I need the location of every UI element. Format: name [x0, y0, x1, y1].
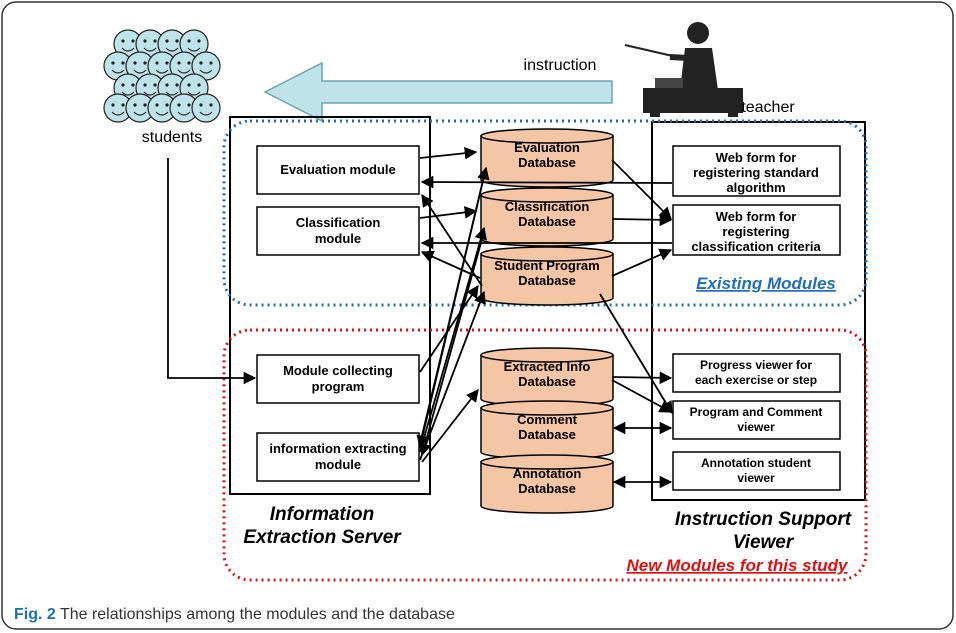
svg-text:Student Program: Student Program: [494, 258, 599, 273]
svg-text:Web form for: Web form for: [716, 209, 797, 224]
svg-text:Annotation: Annotation: [513, 466, 582, 481]
svg-text:module: module: [315, 231, 361, 246]
module-collecting-program: Module collecting program: [256, 354, 420, 404]
students-label: students: [142, 129, 202, 146]
svg-text:Evaluation: Evaluation: [514, 140, 580, 155]
web-form-standard-algorithm: Web form for registering standard algori…: [672, 145, 841, 197]
progress-viewer: Progress viewer for each exercise or ste…: [672, 353, 841, 393]
viewer-title-line2: Viewer: [733, 532, 795, 553]
svg-text:algorithm: algorithm: [726, 180, 785, 195]
svg-text:classification criteria: classification criteria: [691, 239, 821, 254]
evaluation-module: Evaluation module: [256, 145, 420, 195]
new-modules-group: [222, 328, 868, 582]
figure-caption: Fig. 2 The relationships among the modul…: [14, 606, 455, 624]
svg-text:Database: Database: [518, 481, 576, 496]
caption-text: The relationships among the modules and …: [59, 606, 455, 623]
program-and-comment-viewer: Program and Comment viewer: [672, 400, 841, 440]
svg-text:Extracted Info: Extracted Info: [504, 359, 591, 374]
connection-arrows: [167, 146, 673, 489]
svg-text:Annotation student: Annotation student: [701, 456, 811, 470]
student-face-icon: [191, 93, 221, 123]
new-modules-label: New Modules for this study: [626, 556, 849, 575]
svg-text:information extracting: information extracting: [269, 441, 406, 456]
svg-text:Evaluation module: Evaluation module: [280, 162, 396, 177]
svg-text:Web form for: Web form for: [716, 150, 797, 165]
viewer-title-line1: Instruction Support: [675, 509, 852, 530]
web-form-classification-criteria: Web form for registering classification …: [672, 204, 841, 256]
svg-text:Program and Comment: Program and Comment: [690, 405, 823, 419]
svg-text:Classification: Classification: [505, 199, 590, 214]
svg-text:registering: registering: [722, 224, 789, 239]
students-icon: [103, 29, 221, 123]
svg-text:each exercise or step: each exercise or step: [695, 373, 817, 387]
instruction-arrow: [263, 61, 613, 123]
existing-modules-label: Existing Modules: [696, 274, 836, 293]
annotation-student-viewer: Annotation student viewer: [672, 451, 841, 491]
svg-text:program: program: [312, 379, 365, 394]
teacher-label: teacher: [741, 99, 795, 116]
svg-text:Database: Database: [518, 374, 576, 389]
svg-text:module: module: [315, 457, 361, 472]
instruction-support-viewer: [651, 121, 866, 501]
svg-text:Classification: Classification: [296, 215, 381, 230]
teacher-icon: [624, 22, 743, 117]
svg-text:Module collecting: Module collecting: [283, 363, 393, 378]
svg-text:Progress viewer for: Progress viewer for: [700, 358, 812, 372]
server-title-line1: Information: [270, 504, 375, 525]
information-extracting-module: information extracting module: [256, 432, 420, 482]
svg-text:Database: Database: [518, 273, 576, 288]
svg-text:viewer: viewer: [737, 420, 775, 434]
svg-text:viewer: viewer: [737, 471, 775, 485]
svg-text:Database: Database: [518, 214, 576, 229]
classification-module: Classification module: [256, 206, 420, 256]
instruction-label: instruction: [524, 57, 597, 74]
server-title-line2: Extraction Server: [243, 527, 402, 548]
svg-text:Database: Database: [518, 155, 576, 170]
svg-text:Comment: Comment: [517, 412, 578, 427]
svg-text:registering standard: registering standard: [693, 165, 819, 180]
databases: EvaluationDatabaseClassificationDatabase…: [480, 128, 614, 514]
svg-text:Database: Database: [518, 427, 576, 442]
caption-label: Fig. 2: [14, 606, 56, 623]
